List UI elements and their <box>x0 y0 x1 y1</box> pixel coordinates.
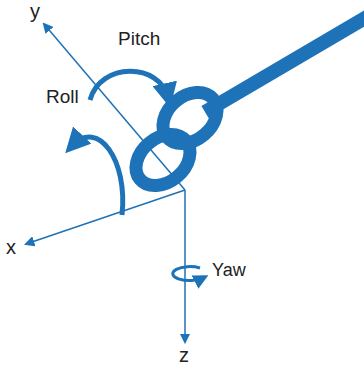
axis-label: z <box>179 344 189 367</box>
axis-label: Pitch <box>118 28 160 50</box>
axis-label: y <box>30 0 40 23</box>
yaw-arrow <box>173 267 203 281</box>
roll-arrow <box>72 137 123 215</box>
axis-label: Roll <box>46 86 79 108</box>
rotor-ring <box>126 124 200 196</box>
pitch-arrow <box>90 71 168 100</box>
drone-arm <box>205 14 364 112</box>
x-axis <box>26 190 185 244</box>
axis-label: x <box>6 236 16 259</box>
axis-label: Yaw <box>212 260 246 281</box>
